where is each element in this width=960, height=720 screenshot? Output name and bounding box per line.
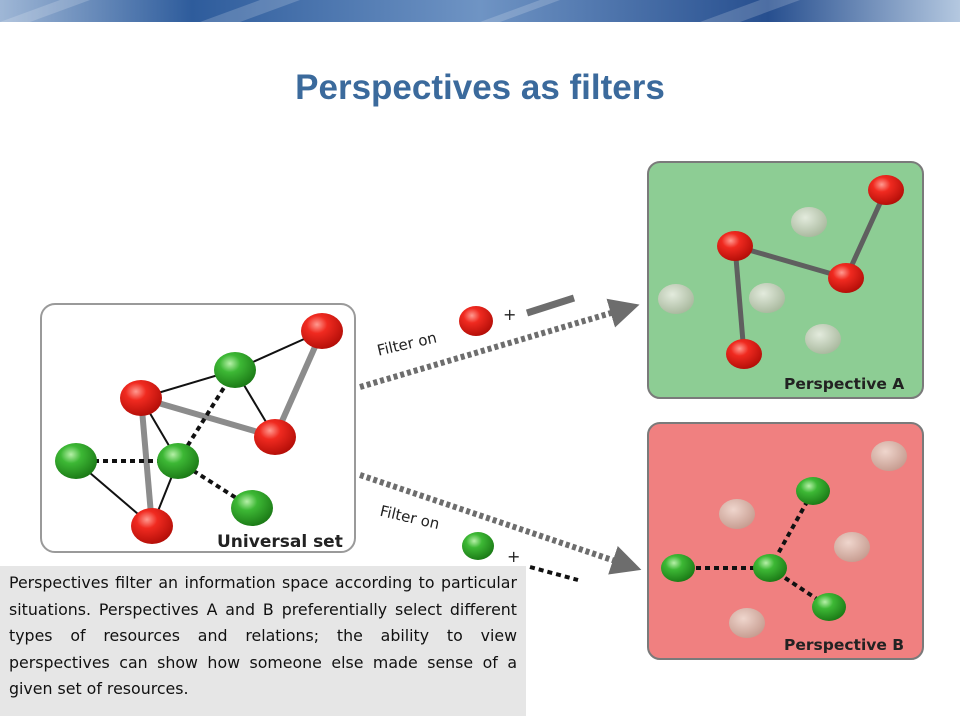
perspective-a-label: Perspective A <box>784 375 904 393</box>
arrow-to-perspective-b <box>359 472 642 575</box>
node-grey <box>719 499 755 529</box>
filter-top-solid-edge-icon <box>525 294 576 317</box>
node-red <box>131 508 173 544</box>
node-green <box>55 443 97 479</box>
perspective-b-panel: Perspective B <box>647 422 924 660</box>
node-grey <box>834 532 870 562</box>
node-green <box>753 554 787 582</box>
filter-top-plus: + <box>503 305 516 324</box>
node-green <box>157 443 199 479</box>
universal-set-panel: Universal set <box>40 303 356 553</box>
node-green <box>812 593 846 621</box>
filter-bottom-green-node-icon <box>462 532 494 560</box>
perspective-b-label: Perspective B <box>784 636 904 654</box>
node-grey <box>791 207 827 237</box>
slide-title: Perspectives as filters <box>295 68 665 107</box>
node-red <box>717 231 753 261</box>
node-red <box>868 175 904 205</box>
filter-bottom-dashed-edge-icon <box>529 565 579 582</box>
caption-text: Perspectives filter an information space… <box>0 566 526 716</box>
node-grey <box>805 324 841 354</box>
node-grey <box>658 284 694 314</box>
node-grey <box>749 283 785 313</box>
node-red <box>726 339 762 369</box>
node-red <box>120 380 162 416</box>
node-red <box>301 313 343 349</box>
node-green <box>231 490 273 526</box>
node-red <box>254 419 296 455</box>
node-grey <box>871 441 907 471</box>
perspective-a-panel: Perspective A <box>647 161 924 399</box>
filter-top-red-node-icon <box>459 306 493 336</box>
filter-bottom-label: Filter on <box>378 502 441 533</box>
node-green <box>214 352 256 388</box>
universal-set-label: Universal set <box>217 532 343 552</box>
arrow-to-perspective-a <box>359 298 640 390</box>
header-banner <box>0 0 960 22</box>
node-green <box>796 477 830 505</box>
filter-top-label: Filter on <box>375 328 438 359</box>
node-red <box>828 263 864 293</box>
node-green <box>661 554 695 582</box>
node-grey <box>729 608 765 638</box>
filter-bottom-plus: + <box>507 547 520 566</box>
